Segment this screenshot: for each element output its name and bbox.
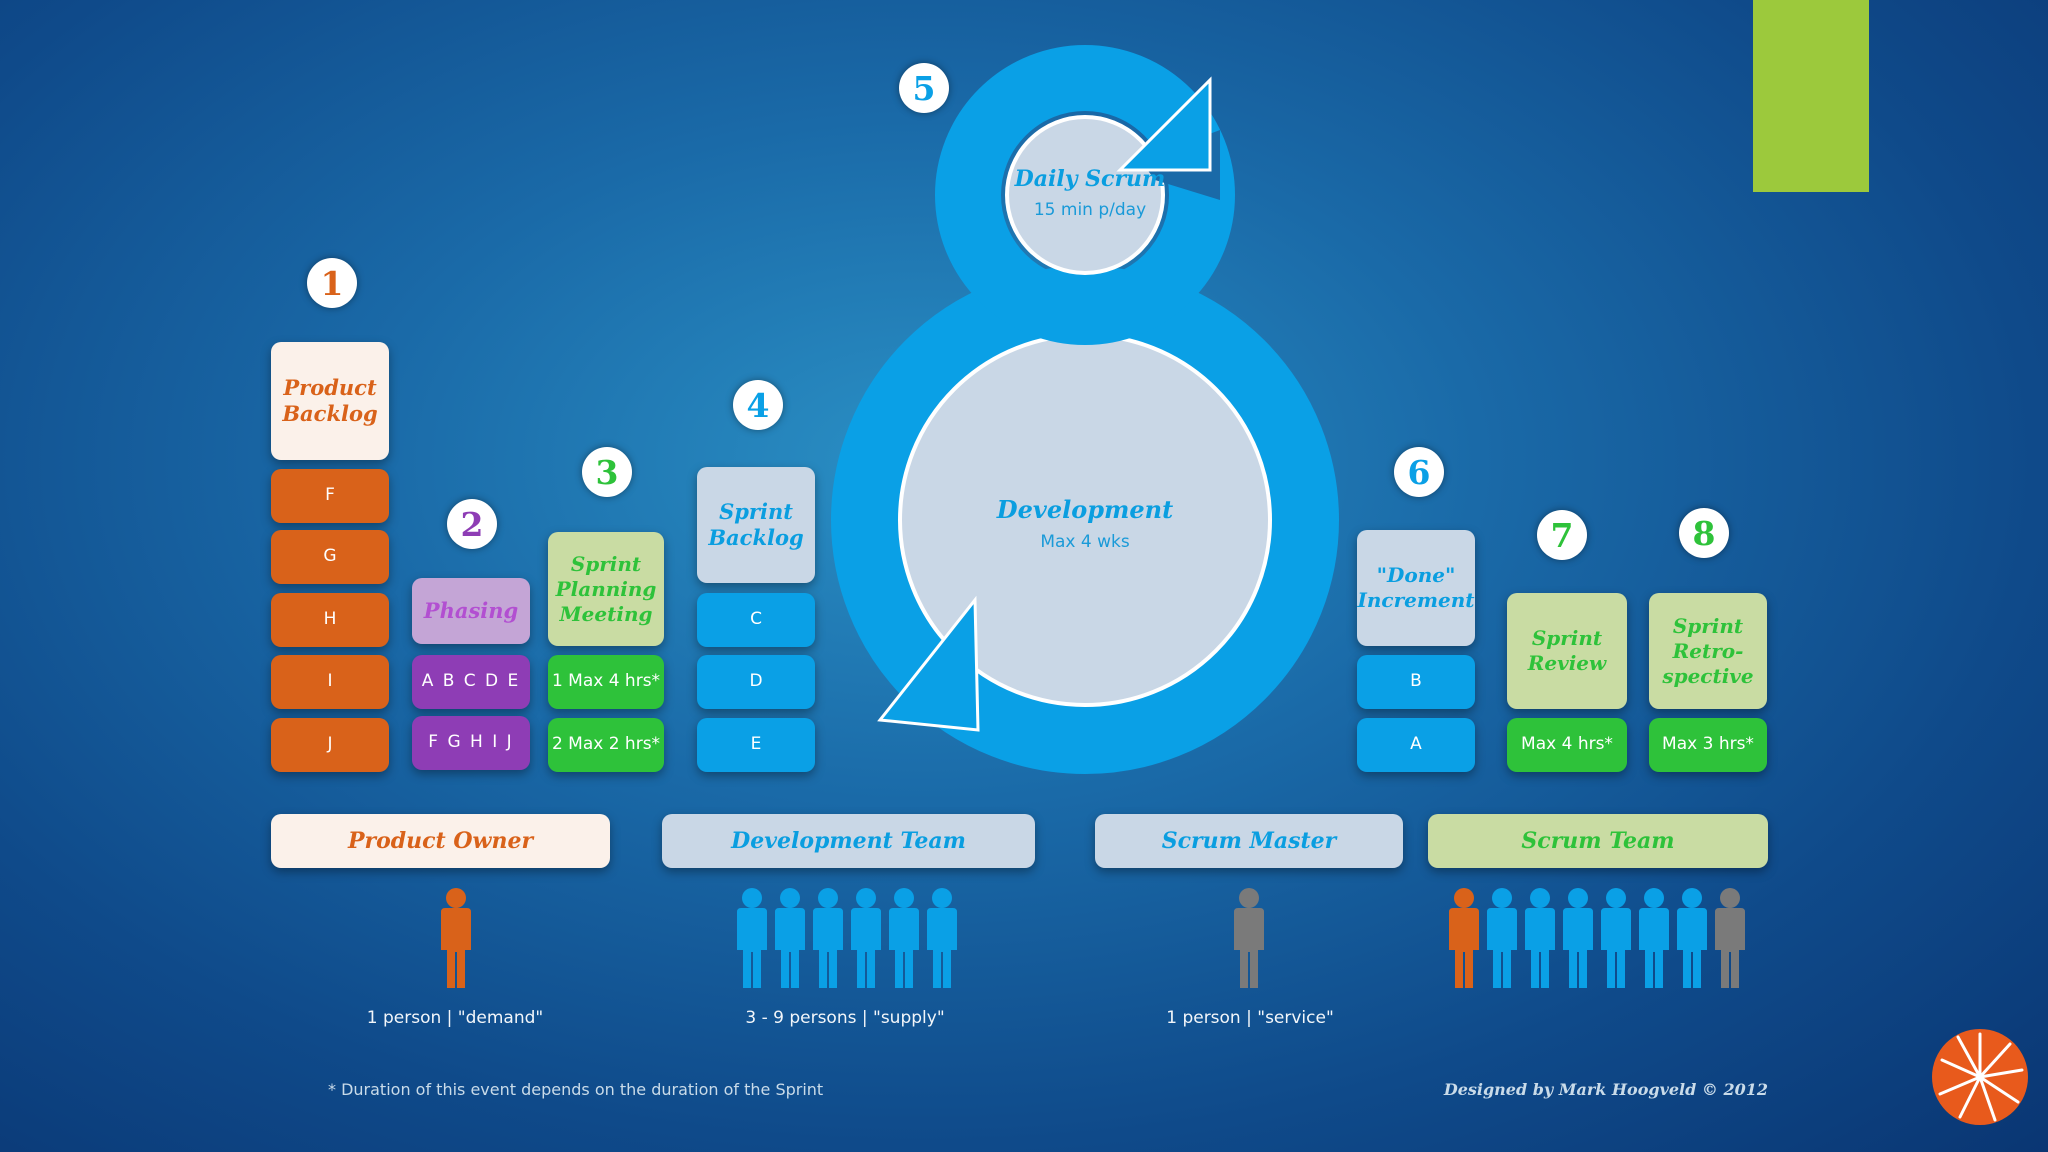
step-2-badge: 2: [447, 499, 497, 549]
daily-scrum-title: Daily Scrum: [1014, 166, 1166, 192]
role-product-owner: Product Owner: [271, 814, 610, 868]
person-icon: [737, 888, 767, 988]
step-3-badge: 3: [582, 447, 632, 497]
product-backlog-item-h: H: [271, 593, 389, 647]
person-icon: [775, 888, 805, 988]
sprint-planning-part-1: 1 Max 4 hrs*: [548, 655, 664, 709]
product-backlog-item-j: J: [271, 718, 389, 772]
sprint-planning-part-2: 2 Max 2 hrs*: [548, 718, 664, 772]
product-backlog-item-f: F: [271, 469, 389, 523]
phasing-item-fghij: F G H I J: [412, 716, 530, 770]
step-8-badge: 8: [1679, 508, 1729, 558]
done-increment-item-b: B: [1357, 655, 1475, 709]
person-icon: [1639, 888, 1669, 988]
step-5-badge: 5: [899, 63, 949, 113]
role-scrum-team: Scrum Team: [1428, 814, 1768, 868]
sprint-backlog-item-c: C: [697, 593, 815, 647]
starburst-logo-icon: [1932, 1029, 2028, 1125]
sprint-planning-header: Sprint Planning Meeting: [548, 532, 664, 646]
scrum-master-caption: 1 person | "service": [1166, 1008, 1334, 1028]
person-icon: [1525, 888, 1555, 988]
sprint-backlog-item-d: D: [697, 655, 815, 709]
credit: Designed by Mark Hoogveld © 2012: [1443, 1080, 1768, 1099]
step-7-badge: 7: [1537, 510, 1587, 560]
person-icon: [889, 888, 919, 988]
done-increment-item-a: A: [1357, 718, 1475, 772]
sprint-review-header: Sprint Review: [1507, 593, 1627, 709]
development-title: Development: [996, 495, 1174, 524]
person-icon: [1715, 888, 1745, 988]
person-icon: [1234, 888, 1264, 988]
step-4-badge: 4: [733, 380, 783, 430]
development-subtitle: Max 4 wks: [1040, 532, 1130, 552]
person-icon: [813, 888, 843, 988]
step-6-badge: 6: [1394, 447, 1444, 497]
role-scrum-master: Scrum Master: [1095, 814, 1403, 868]
development-team-caption: 3 - 9 persons | "supply": [745, 1008, 945, 1028]
person-icon: [441, 888, 471, 988]
accent-bar: [1753, 0, 1869, 192]
product-owner-caption: 1 person | "demand": [366, 1008, 544, 1028]
person-icon: [1601, 888, 1631, 988]
sprint-backlog-item-e: E: [697, 718, 815, 772]
sprint-backlog-header: Sprint Backlog: [697, 467, 815, 583]
product-backlog-item-g: G: [271, 530, 389, 584]
people-icons: [441, 888, 1745, 988]
person-icon: [1563, 888, 1593, 988]
phasing-header: Phasing: [412, 578, 530, 644]
phasing-item-abcde: A B C D E: [412, 655, 530, 709]
step-1-badge: 1: [307, 258, 357, 308]
person-icon: [851, 888, 881, 988]
sprint-retrospective-header: Sprint Retro-spective: [1649, 593, 1767, 709]
sprint-retrospective-duration: Max 3 hrs*: [1649, 718, 1767, 772]
role-development-team: Development Team: [662, 814, 1035, 868]
person-icon: [1487, 888, 1517, 988]
product-backlog-item-i: I: [271, 655, 389, 709]
sprint-cycle-diagram: [831, 45, 1339, 774]
sprint-review-duration: Max 4 hrs*: [1507, 718, 1627, 772]
daily-scrum-subtitle: 15 min p/day: [1033, 200, 1147, 220]
footnote: * Duration of this event depends on the …: [328, 1080, 824, 1099]
done-increment-header: "Done" Increment: [1357, 530, 1475, 646]
person-icon: [927, 888, 957, 988]
person-icon: [1677, 888, 1707, 988]
person-icon: [1449, 888, 1479, 988]
product-backlog-header: Product Backlog: [271, 342, 389, 460]
